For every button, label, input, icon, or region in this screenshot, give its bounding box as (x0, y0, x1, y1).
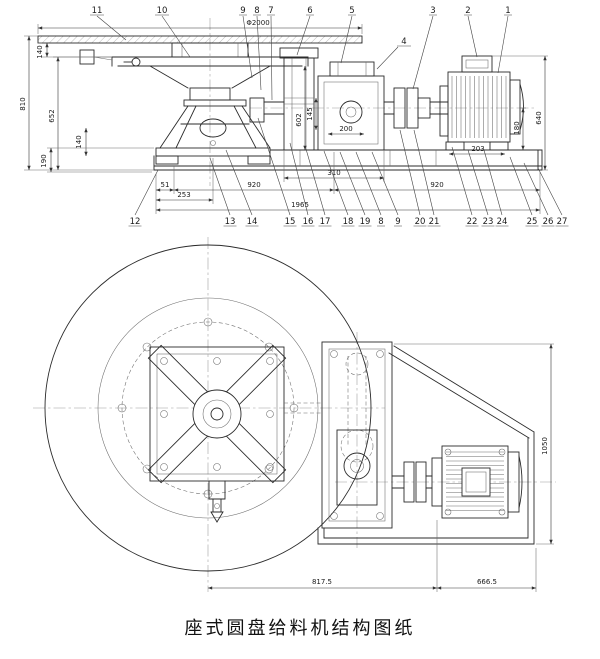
callout-22: 22 (467, 217, 478, 227)
callout-8: 8 (254, 6, 259, 16)
coupling-side (383, 87, 449, 129)
rotating-disc (79, 49, 309, 101)
dim-1050: 1050 (541, 437, 549, 455)
callout-3: 3 (430, 6, 435, 16)
callout-15: 15 (285, 217, 296, 227)
dim-180: 180 (513, 121, 521, 134)
dim-190: 190 (40, 154, 48, 167)
base-frame-side (153, 149, 543, 171)
table-plate (37, 35, 363, 58)
drawing-title: 座式圆盘给料机结构图纸 (185, 618, 416, 639)
callout-7: 7 (268, 6, 273, 16)
callout-11: 11 (92, 6, 103, 16)
dim-310: 310 (327, 169, 340, 177)
callout-8b: 8 (378, 217, 383, 227)
dim-920-left: 920 (247, 181, 260, 189)
drive-column (249, 47, 319, 151)
dimensions-plan: 817.5 666.5 1050 (208, 343, 554, 592)
pedestal (155, 99, 271, 165)
callout-14: 14 (247, 217, 258, 227)
callout-26: 26 (543, 217, 554, 227)
callout-24: 24 (497, 217, 508, 227)
dim-253: 253 (177, 191, 190, 199)
gearbox-plan (284, 341, 393, 529)
dim-666-5: 666.5 (477, 578, 497, 586)
dim-1965: 1965 (291, 201, 309, 209)
side-elevation-view: Φ2000 140 810 652 140 190 51 (19, 6, 569, 227)
callout-12: 12 (130, 217, 141, 227)
callout-16: 16 (303, 217, 314, 227)
callout-19: 19 (360, 217, 371, 227)
callout-6: 6 (307, 6, 312, 16)
callouts-bottom: 12 13 14 15 16 17 18 19 8 9 20 21 22 23 … (128, 117, 569, 227)
dim-140-top: 140 (36, 45, 44, 58)
dim-810: 810 (19, 97, 27, 110)
dim-652: 652 (48, 109, 56, 122)
motor-plan (391, 445, 523, 519)
callout-20: 20 (415, 217, 426, 227)
callout-5: 5 (349, 6, 354, 16)
callout-2: 2 (465, 6, 470, 16)
callout-4: 4 (401, 37, 406, 47)
gearbox-side (317, 61, 385, 151)
disc-plan (44, 244, 372, 572)
centerlines-plan (33, 237, 556, 592)
callout-23: 23 (483, 217, 494, 227)
callout-18: 18 (343, 217, 354, 227)
callout-17: 17 (320, 217, 331, 227)
callout-9b: 9 (395, 217, 400, 227)
dim-200: 200 (339, 125, 352, 133)
dimensions-side: Φ2000 140 810 652 140 190 51 (19, 19, 548, 214)
callouts-top: 11 10 9 8 7 6 5 4 3 2 1 (90, 6, 512, 101)
plan-view: 817.5 666.5 1050 (33, 237, 556, 592)
dim-203: 203 (471, 145, 484, 153)
callout-25: 25 (527, 217, 538, 227)
callout-1: 1 (505, 6, 510, 16)
motor-side (439, 55, 524, 151)
callout-27: 27 (557, 217, 568, 227)
callout-9: 9 (240, 6, 245, 16)
base-frame-plan (317, 345, 535, 545)
dim-602: 602 (295, 113, 303, 126)
dim-51: 51 (161, 181, 170, 189)
dim-920-right: 920 (430, 181, 443, 189)
dim-140-low: 140 (75, 135, 83, 148)
dim-817-5: 817.5 (312, 578, 332, 586)
spider-frame-plan (147, 344, 287, 523)
dim-table-diameter: Φ2000 (246, 19, 269, 27)
dim-145: 145 (306, 107, 314, 120)
callout-13: 13 (225, 217, 236, 227)
callout-21: 21 (429, 217, 440, 227)
callout-10: 10 (157, 6, 168, 16)
dim-640: 640 (535, 111, 543, 124)
